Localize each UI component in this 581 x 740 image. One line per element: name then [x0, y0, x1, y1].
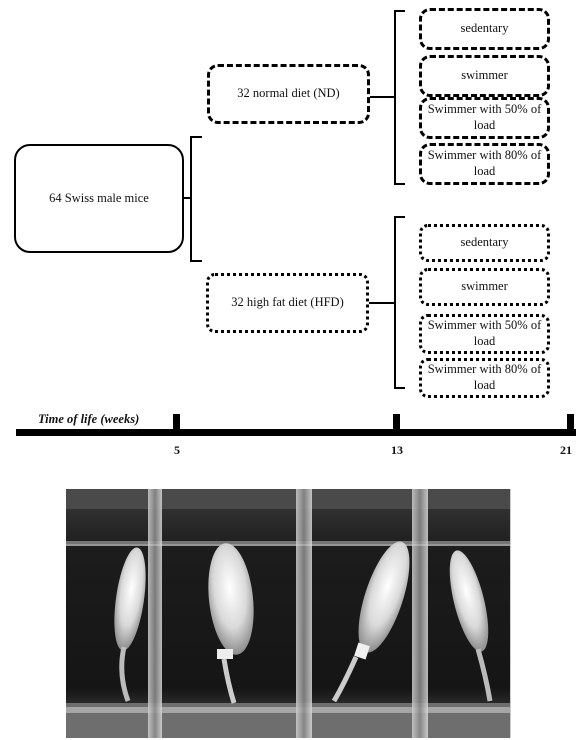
nd-bracket: [394, 10, 405, 185]
hfd-swimmer-50-box: Swimmer with 50% of load: [419, 314, 550, 354]
timeline-tick-5: [173, 414, 180, 432]
group-high-fat-diet: 32 high fat diet (HFD): [206, 273, 369, 333]
nd-sedentary-label: sedentary: [460, 21, 509, 36]
timeline-label-13: 13: [391, 443, 403, 457]
timeline-title: Time of life (weeks): [38, 412, 140, 426]
timeline-tick-21: [567, 414, 574, 432]
hfd-swimmer-box: swimmer: [419, 268, 550, 306]
hfd-bracket: [394, 216, 405, 389]
swimming-mice-photo-image: [66, 489, 511, 738]
nd-swimmer-50-box: Swimmer with 50% of load: [419, 97, 550, 139]
timeline-tick-13: [393, 414, 400, 432]
timeline-label-5: 5: [174, 443, 180, 457]
timeline-axis: [16, 429, 576, 436]
nd-swimmer-box: swimmer: [419, 55, 550, 97]
nd-swimmer-80-label: Swimmer with 80% of load: [427, 148, 542, 178]
root-label: 64 Swiss male mice: [49, 190, 149, 205]
root-bracket: [190, 136, 202, 262]
hfd-sedentary-box: sedentary: [419, 224, 550, 262]
root-connector: [184, 197, 192, 199]
timeline-label-21: 21: [560, 443, 572, 457]
nd-swimmer-label: swimmer: [461, 68, 508, 83]
hfd-swimmer-80-box: Swimmer with 80% of load: [419, 358, 550, 398]
swimming-mice-photo: [66, 489, 511, 738]
nd-sedentary-box: sedentary: [419, 8, 550, 50]
nd-connector: [370, 96, 396, 98]
hfd-swimmer-label: swimmer: [461, 279, 508, 294]
hfd-connector: [369, 302, 396, 304]
root-box: 64 Swiss male mice: [14, 144, 184, 253]
hfd-swimmer-50-label: Swimmer with 50% of load: [427, 318, 542, 348]
group-normal-diet: 32 normal diet (ND): [207, 64, 370, 124]
nd-swimmer-80-box: Swimmer with 80% of load: [419, 143, 550, 185]
hfd-swimmer-80-label: Swimmer with 80% of load: [427, 362, 542, 392]
group-high-fat-diet-label: 32 high fat diet (HFD): [231, 295, 344, 310]
group-normal-diet-label: 32 normal diet (ND): [237, 86, 340, 101]
hfd-sedentary-label: sedentary: [460, 235, 509, 250]
nd-swimmer-50-label: Swimmer with 50% of load: [427, 102, 542, 132]
